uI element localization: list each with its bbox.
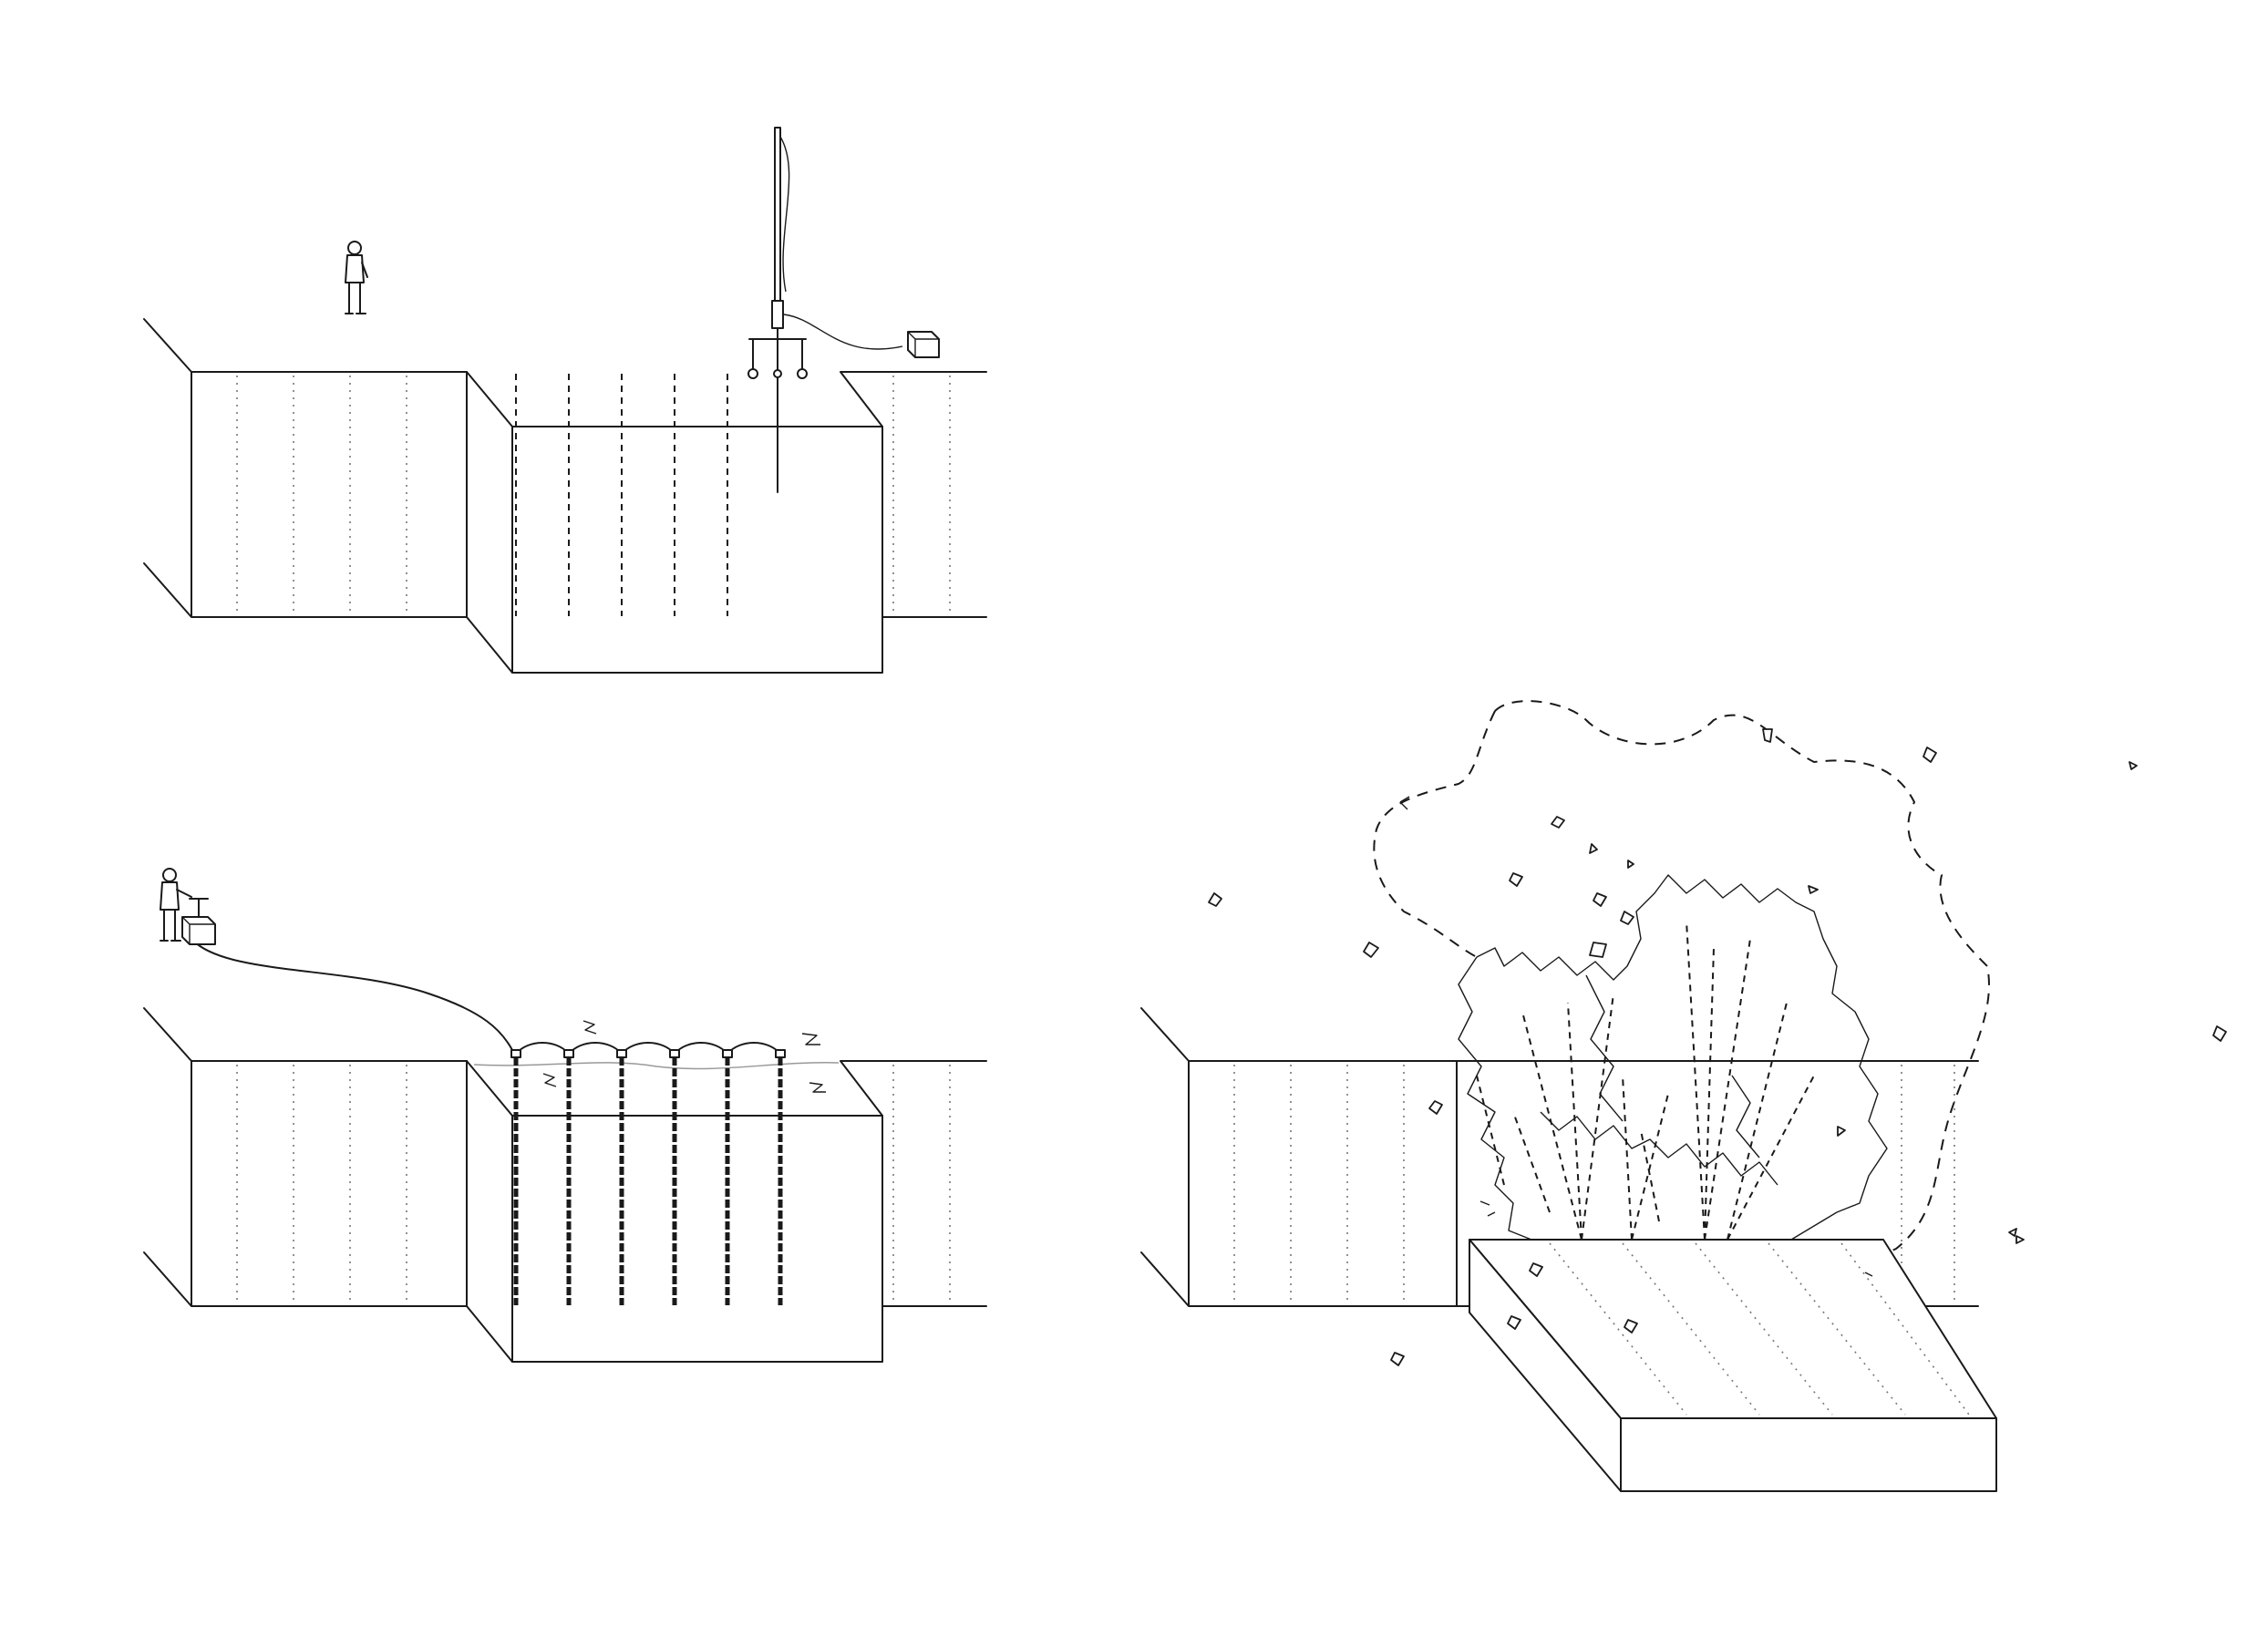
- bench-left-hatch: [236, 376, 951, 613]
- bench-left-outline: [143, 318, 468, 618]
- detonator-plunger-icon: [181, 898, 216, 945]
- panel-charging: [143, 868, 987, 1363]
- spark-marks: [542, 1020, 826, 1093]
- panel-drilling: [143, 127, 987, 674]
- worker-figure-icon: [345, 241, 368, 314]
- debris-fragment-icon: [1208, 728, 2227, 1366]
- bench-left-hatch-2: [236, 1065, 951, 1303]
- drill-rig-icon: [747, 127, 903, 493]
- separated-block: [1469, 1239, 1997, 1492]
- worker-figure-icon: [160, 868, 192, 942]
- block-chamfer-2: [840, 1060, 987, 1307]
- bench-step-face: [466, 371, 513, 674]
- block-chamfer: [840, 371, 987, 618]
- compressor-box-icon: [907, 331, 940, 358]
- block-top-hatch: [1549, 1242, 1970, 1416]
- dust-cloud-outline: [1373, 700, 1990, 1258]
- bench-outline-3: [1140, 1007, 1979, 1307]
- block-outline-2: [511, 1115, 883, 1363]
- firing-cable: [192, 940, 513, 1051]
- detonation-cord: [515, 1042, 781, 1055]
- bench-step-face-2: [466, 1060, 513, 1363]
- surface-wire: [473, 1062, 840, 1070]
- block-outline: [511, 426, 883, 674]
- hole-caps: [510, 1049, 786, 1058]
- drill-holes: [515, 374, 728, 616]
- explosion-burst: [1458, 874, 1888, 1241]
- bench-left-outline-2: [143, 1007, 468, 1307]
- charged-holes: [513, 1057, 783, 1305]
- blast-rays: [1476, 920, 1815, 1241]
- panel-blast: [1140, 700, 2227, 1492]
